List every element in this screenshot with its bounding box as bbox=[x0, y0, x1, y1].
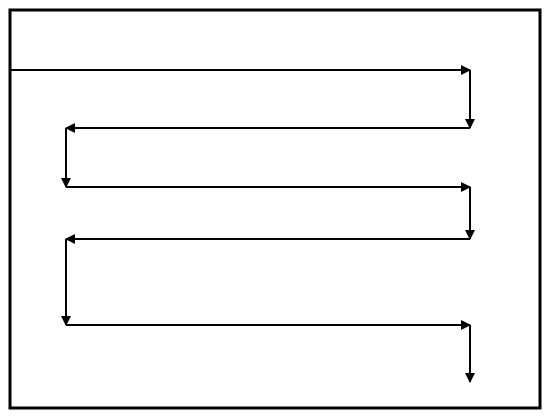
outer-frame bbox=[8, 8, 542, 410]
